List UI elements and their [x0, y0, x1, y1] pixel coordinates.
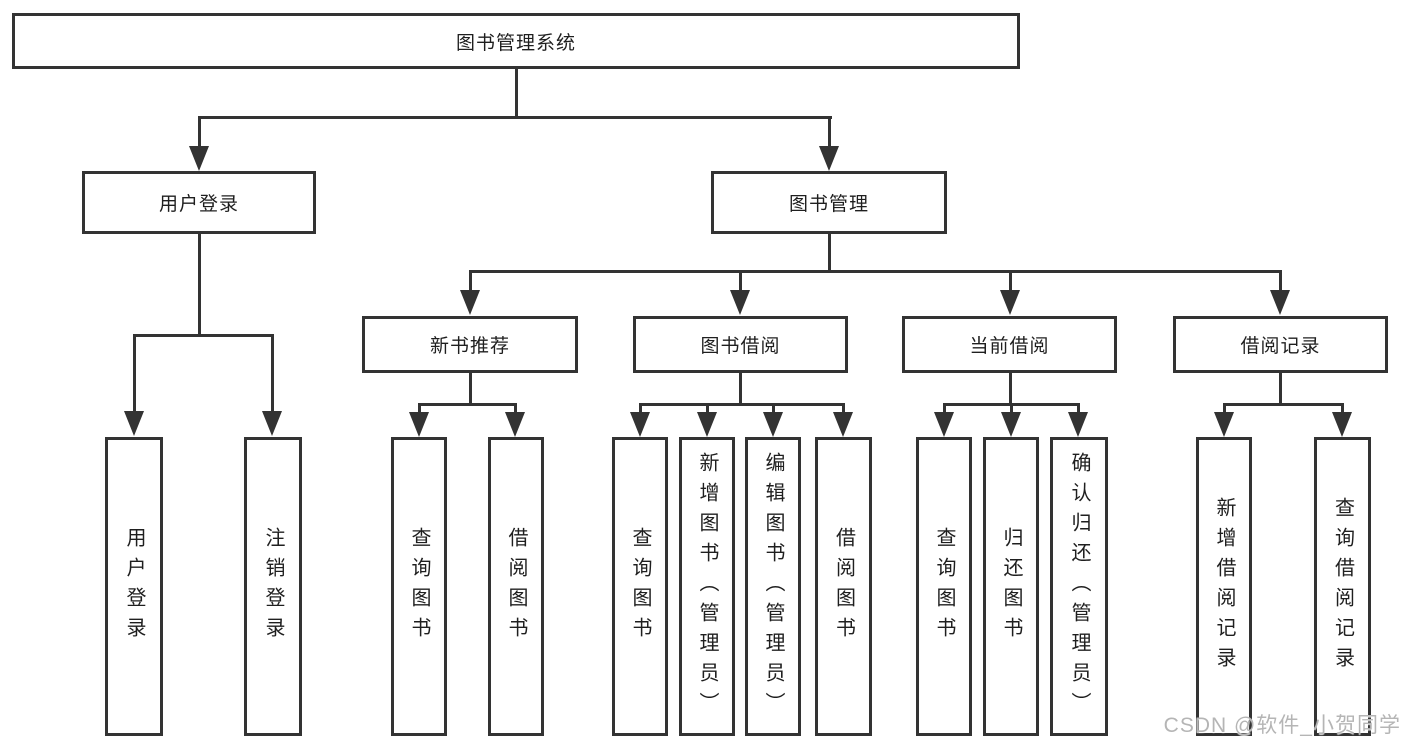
node-label: 图书管理 — [788, 194, 869, 215]
arrowhead-down-icon — [1000, 290, 1020, 315]
leaf-label: 用户登录 — [123, 526, 145, 647]
arrowhead-down-icon — [763, 412, 783, 437]
connector-line — [739, 270, 742, 292]
leaf-label: 确认归还（管理员） — [1068, 451, 1090, 722]
leaf-borrow-books: 借阅图书 — [815, 437, 872, 736]
arrowhead-down-icon — [1332, 412, 1352, 437]
arrowhead-down-icon — [1214, 412, 1234, 437]
connector-line — [706, 403, 709, 415]
arrowhead-down-icon — [262, 411, 282, 436]
connector-line — [515, 68, 518, 118]
connector-line — [772, 403, 775, 415]
node-book-management: 图书管理 — [711, 171, 947, 234]
node-label: 用户登录 — [158, 194, 239, 215]
leaf-borrow-books-recommend: 借阅图书 — [488, 437, 544, 736]
leaf-logout: 注销登录 — [244, 437, 302, 736]
node-book-borrow: 图书借阅 — [633, 316, 848, 373]
node-borrow-records: 借阅记录 — [1173, 316, 1388, 373]
leaf-query-borrow-record: 查询借阅记录 — [1314, 437, 1371, 736]
leaf-label: 借阅图书 — [832, 526, 855, 647]
arrowhead-down-icon — [697, 412, 717, 437]
node-label: 当前借阅 — [969, 336, 1050, 357]
arrowhead-down-icon — [630, 412, 650, 437]
arrowhead-down-icon — [1001, 412, 1021, 437]
connector-line — [198, 234, 201, 337]
leaf-query-books-borrow: 查询图书 — [612, 437, 668, 736]
leaf-label: 编辑图书（管理员） — [762, 451, 784, 722]
connector-line — [271, 334, 274, 413]
leaf-label: 注销登录 — [262, 526, 284, 647]
leaf-label: 借阅图书 — [505, 526, 527, 647]
connector-line — [1223, 403, 1226, 415]
connector-line — [198, 116, 201, 149]
arrowhead-down-icon — [833, 412, 853, 437]
connector-line — [639, 403, 642, 415]
arrowhead-down-icon — [189, 146, 209, 171]
leaf-label: 查询图书 — [408, 526, 430, 647]
connector-line — [943, 403, 946, 415]
leaf-label: 新增借阅记录 — [1213, 496, 1235, 677]
leaf-confirm-return-admin: 确认归还（管理员） — [1050, 437, 1108, 736]
connector-line — [639, 403, 845, 406]
leaf-add-book-admin: 新增图书（管理员） — [679, 437, 735, 736]
connector-line — [418, 403, 517, 406]
connector-line — [133, 334, 274, 337]
connector-line — [469, 270, 472, 292]
leaf-label: 新增图书（管理员） — [696, 451, 718, 722]
connector-line — [1009, 270, 1012, 292]
connector-line — [133, 334, 136, 413]
arrowhead-down-icon — [934, 412, 954, 437]
node-library-management-system: 图书管理系统 — [12, 13, 1020, 69]
connector-line — [418, 403, 421, 415]
connector-line — [1010, 403, 1013, 415]
arrowhead-down-icon — [1068, 412, 1088, 437]
connector-line — [842, 403, 845, 415]
connector-line — [514, 403, 517, 415]
leaf-user-login: 用户登录 — [105, 437, 163, 736]
arrowhead-down-icon — [409, 412, 429, 437]
connector-line — [469, 270, 1282, 273]
arrowhead-down-icon — [460, 290, 480, 315]
connector-line — [198, 116, 832, 119]
node-label: 图书借阅 — [700, 336, 781, 357]
connector-line — [739, 373, 742, 406]
leaf-label: 查询图书 — [629, 526, 651, 647]
connector-line — [469, 373, 472, 406]
arrowhead-down-icon — [1270, 290, 1290, 315]
leaf-query-books-recommend: 查询图书 — [391, 437, 447, 736]
node-label: 新书推荐 — [429, 336, 510, 357]
arrowhead-down-icon — [730, 290, 750, 315]
arrowhead-down-icon — [505, 412, 525, 437]
node-label: 图书管理系统 — [455, 32, 576, 54]
arrowhead-down-icon — [124, 411, 144, 436]
connector-line — [1009, 373, 1012, 406]
leaf-label: 归还图书 — [1000, 526, 1022, 647]
connector-line — [1077, 403, 1080, 415]
node-user-login: 用户登录 — [82, 171, 316, 234]
leaf-return-book: 归还图书 — [983, 437, 1039, 736]
leaf-label: 查询图书 — [933, 526, 955, 647]
connector-line — [828, 116, 831, 149]
connector-line — [1279, 373, 1282, 406]
node-new-book-recommend: 新书推荐 — [362, 316, 578, 373]
connector-line — [828, 234, 831, 273]
connector-line — [1223, 403, 1343, 406]
leaf-query-books-current: 查询图书 — [916, 437, 972, 736]
arrowhead-down-icon — [819, 146, 839, 171]
node-current-borrow: 当前借阅 — [902, 316, 1117, 373]
leaf-edit-book-admin: 编辑图书（管理员） — [745, 437, 801, 736]
connector-line — [1279, 270, 1282, 292]
watermark: CSDN @软件_小贺同学 — [1163, 714, 1401, 737]
leaf-add-borrow-record: 新增借阅记录 — [1196, 437, 1252, 736]
node-label: 借阅记录 — [1240, 336, 1321, 357]
leaf-label: 查询借阅记录 — [1331, 496, 1354, 677]
connector-line — [1341, 403, 1344, 415]
